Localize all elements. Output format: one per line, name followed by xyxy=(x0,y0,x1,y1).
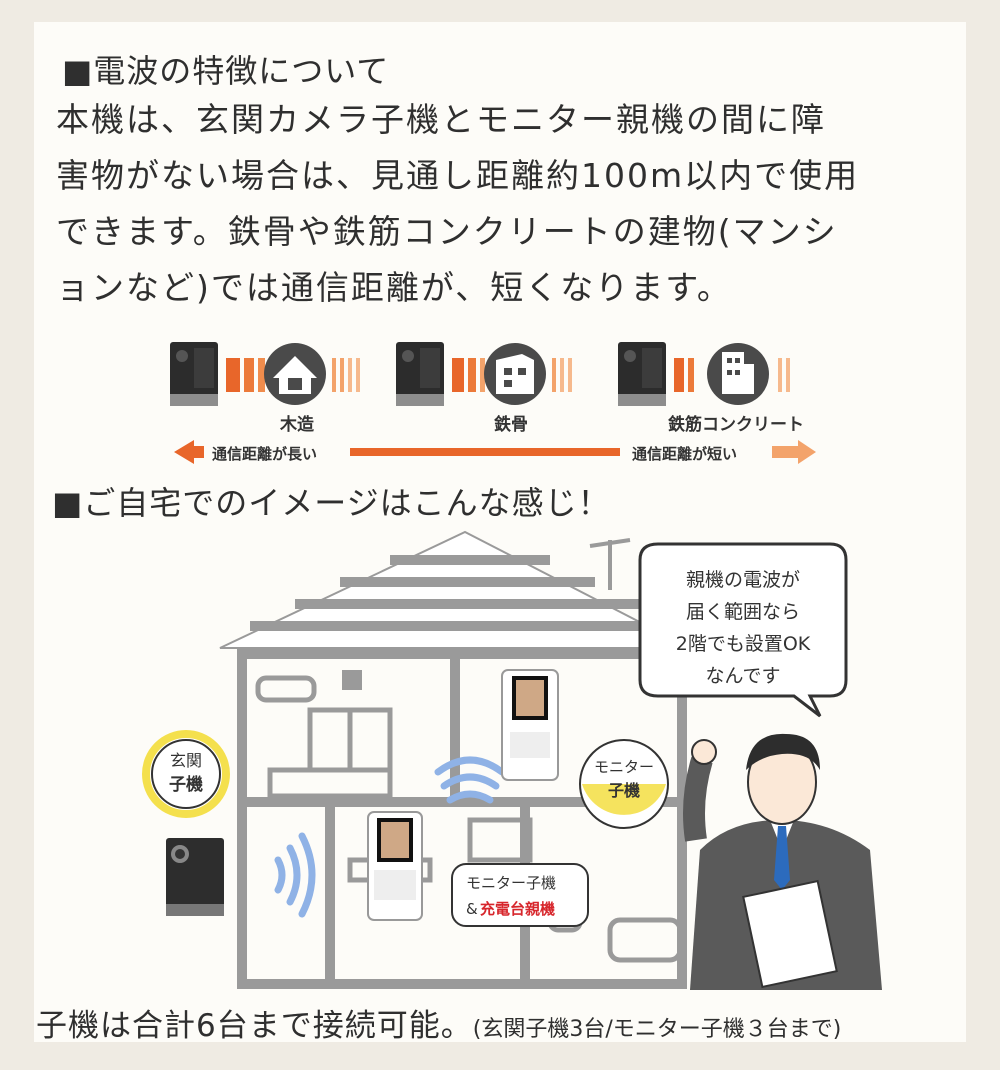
entrance-camera-device xyxy=(166,838,224,916)
monitor-label-top: モニター xyxy=(594,758,654,776)
monitor-handset-upstairs xyxy=(501,669,559,781)
distance-arrow xyxy=(174,440,816,464)
bathtub-icon xyxy=(607,917,683,963)
entrance-label-bottom: 子機 xyxy=(169,774,203,795)
monitor-handset-charger xyxy=(367,811,423,921)
wooden-house-icon xyxy=(264,343,326,405)
connection-limit-detail: (玄関子機3台/モニター子機３台まで) xyxy=(472,1017,842,1042)
connection-limit-text: 子機は合計6台まで接続可能。 xyxy=(36,1008,473,1044)
signal-bars-icon xyxy=(332,358,360,392)
home-illustration: 玄関 子機 モニター 子機 モニター子機 & 充電台親機 親機の電波が 届く範囲… xyxy=(142,530,882,990)
charger-label-highlight: 充電台親機 xyxy=(480,900,555,918)
camera-unit-icon xyxy=(396,342,444,406)
description-line: ョンなど)では通信距離が、短くなります。 xyxy=(56,268,732,307)
signal-bars-icon xyxy=(452,358,485,392)
signal-bars-icon xyxy=(674,358,694,392)
air-conditioner-icon xyxy=(255,675,317,703)
section-heading-radio: ■電波の特徴について xyxy=(62,52,390,90)
steel-building-icon xyxy=(484,343,546,405)
house-roof xyxy=(219,530,691,649)
speech-line: 届く範囲なら xyxy=(686,601,800,623)
description-line: 本機は、玄関カメラ子機とモニター親機の間に障 xyxy=(56,100,826,139)
monitor-label-bottom: 子機 xyxy=(608,781,640,800)
description-line: できます。鉄骨や鉄筋コンクリートの建物(マンシ xyxy=(56,212,838,251)
charger-label-amp: & xyxy=(466,900,478,918)
type-label-steel: 鉄骨 xyxy=(494,414,528,435)
short-distance-label: 通信距離が短い xyxy=(632,445,737,463)
type-label-concrete: 鉄筋コンクリート xyxy=(668,414,804,435)
type-label-wood: 木造 xyxy=(279,414,315,435)
speech-bubble: 親機の電波が 届く範囲なら 2階でも設置OK なんです xyxy=(638,542,848,718)
long-distance-label: 通信距離が長い xyxy=(212,445,317,463)
charger-label-box: モニター子機 & 充電台親機 xyxy=(451,863,589,927)
signal-bars-icon xyxy=(552,358,572,392)
radio-description: 本機は、玄関カメラ子機とモニター親機の間に障 害物がない場合は、見通し距離約10… xyxy=(56,92,936,316)
businessman-illustration xyxy=(683,733,882,990)
distance-infographic: 木造 鉄骨 鉄筋コンクリート 通信距離が長い 通信距離が短い xyxy=(170,342,816,464)
signal-bars-icon xyxy=(778,358,790,392)
stairs-icon xyxy=(467,817,533,863)
wifi-wave-icon xyxy=(274,756,506,918)
speech-line: 2階でも設置OK xyxy=(676,633,811,655)
entrance-label-top: 玄関 xyxy=(170,751,202,770)
footer-note: 子機は合計6台まで接続可能。(玄関子機3台/モニター子機３台まで) xyxy=(36,1000,841,1045)
monitor-label-badge: モニター 子機 xyxy=(579,739,669,829)
entrance-label-badge: 玄関 子機 xyxy=(142,730,230,818)
concrete-building-icon xyxy=(707,343,769,405)
speech-line: 親機の電波が xyxy=(686,569,800,591)
speech-line: なんです xyxy=(705,665,780,687)
camera-unit-icon xyxy=(618,342,666,406)
charger-label-line1: モニター子機 xyxy=(466,874,556,892)
description-line: 害物がない場合は、見通し距離約100m以内で使用 xyxy=(56,156,860,195)
section-heading-home: ■ご自宅でのイメージはこんな感じ！ xyxy=(52,484,611,522)
camera-unit-icon xyxy=(170,342,218,406)
